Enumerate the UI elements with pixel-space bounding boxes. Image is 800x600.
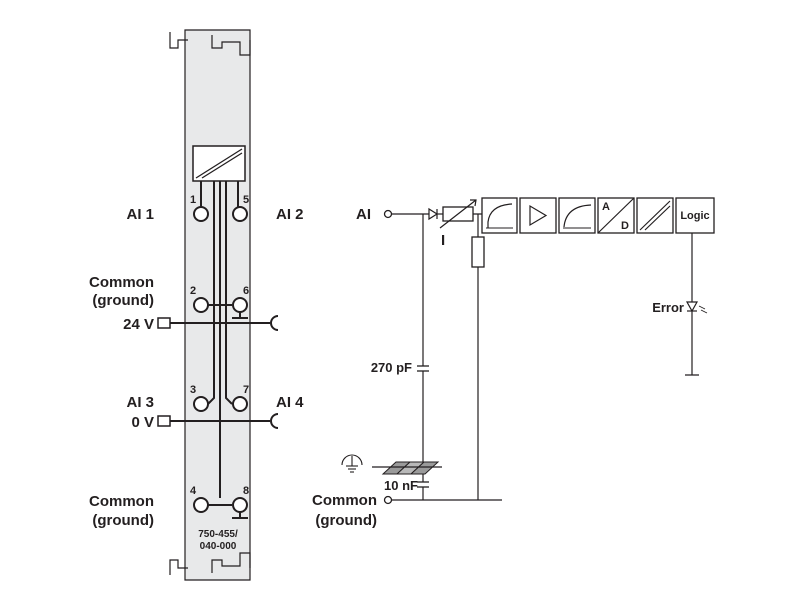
part-number-line2: 040-000 bbox=[200, 541, 237, 552]
connector-0v-left bbox=[157, 415, 171, 427]
ai-input-terminal bbox=[383, 209, 393, 219]
part-number-line1: 750-455/ bbox=[198, 529, 238, 540]
variable-resistor-arrow bbox=[439, 199, 477, 229]
capacitor-10nf-icon bbox=[417, 481, 429, 488]
error-label: Error bbox=[652, 300, 684, 315]
converter-diagonal-2 bbox=[201, 152, 243, 179]
amplifier-block bbox=[519, 197, 557, 234]
shunt-resistor bbox=[471, 236, 485, 268]
connector-24v-right bbox=[270, 315, 279, 331]
ad-label-a: A bbox=[602, 201, 610, 213]
terminal-number-6: 6 bbox=[243, 285, 249, 297]
terminal-number-2: 2 bbox=[190, 285, 196, 297]
diode-icon bbox=[428, 207, 439, 221]
label-0v: 0 V bbox=[131, 414, 154, 431]
converter-diagonal bbox=[195, 148, 243, 179]
terminal-number-1: 1 bbox=[190, 194, 196, 206]
common-terminal bbox=[383, 495, 393, 505]
terminal-6 bbox=[232, 297, 248, 313]
schematic-common-line2: (ground) bbox=[315, 512, 377, 529]
capacitor-10nf-label: 10 nF bbox=[384, 478, 418, 493]
terminal-4 bbox=[193, 497, 209, 513]
terminal-8 bbox=[232, 497, 248, 513]
error-led-icon bbox=[685, 301, 708, 314]
io-module: 1 2 3 4 5 6 7 8 750-455/ 040-000 bbox=[157, 29, 279, 581]
terminal-1 bbox=[193, 206, 209, 222]
error-wire-down bbox=[685, 311, 699, 376]
label-ai1: AI 1 bbox=[126, 206, 154, 223]
input-schematic: AI I 270 pF bbox=[312, 197, 715, 529]
label-ai4: AI 4 bbox=[276, 394, 304, 411]
wire-ai3 bbox=[207, 181, 215, 405]
din-rail-icon bbox=[381, 461, 440, 475]
isolation-block bbox=[636, 197, 674, 234]
label-common-top-line2: (ground) bbox=[92, 292, 154, 309]
module-top-latch bbox=[169, 32, 251, 56]
connector-24v-left bbox=[157, 317, 171, 329]
label-ai3: AI 3 bbox=[126, 394, 154, 411]
schematic-ai-label: AI bbox=[356, 206, 371, 223]
ad-converter-block: A D bbox=[597, 197, 635, 234]
logic-label: Logic bbox=[680, 210, 709, 222]
terminal-5 bbox=[232, 206, 248, 222]
label-24v: 24 V bbox=[123, 316, 154, 333]
wire-ai4 bbox=[225, 181, 233, 405]
terminal-3 bbox=[193, 396, 209, 412]
terminal-number-5: 5 bbox=[243, 194, 249, 206]
capacitor-270pf-icon bbox=[417, 365, 429, 372]
label-ai2: AI 2 bbox=[276, 206, 304, 223]
shunt-wire-top bbox=[473, 213, 482, 237]
connector-0v-right bbox=[270, 413, 279, 429]
filter-block-1 bbox=[481, 197, 518, 234]
terminal-number-8: 8 bbox=[243, 485, 249, 497]
ad-label-d: D bbox=[621, 220, 629, 232]
filter-block-2 bbox=[558, 197, 596, 234]
logic-block: Logic bbox=[675, 197, 715, 234]
terminal-number-3: 3 bbox=[190, 384, 196, 396]
terminal-number-4: 4 bbox=[190, 485, 197, 497]
schematic-common-line1: Common bbox=[312, 492, 377, 509]
module-bottom-latch bbox=[169, 552, 251, 575]
terminal-2 bbox=[193, 297, 209, 313]
label-common-bottom-line1: Common bbox=[89, 493, 154, 510]
label-common-top-line1: Common bbox=[89, 274, 154, 291]
current-label: I bbox=[441, 232, 445, 249]
terminal-number-7: 7 bbox=[243, 384, 249, 396]
terminal-7 bbox=[232, 396, 248, 412]
capacitor-270pf-label: 270 pF bbox=[371, 360, 412, 375]
label-common-bottom-line2: (ground) bbox=[92, 512, 154, 529]
earth-ground-icon bbox=[341, 454, 363, 473]
